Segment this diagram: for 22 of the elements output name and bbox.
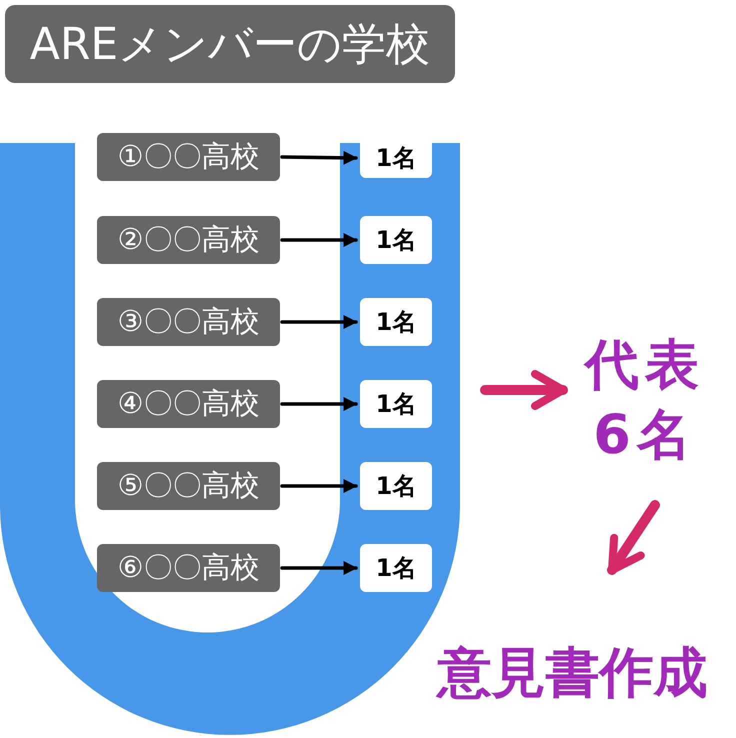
arrow (280, 315, 358, 329)
arrow (280, 561, 358, 575)
school-label: ③〇〇高校 (97, 298, 280, 346)
school-label: ④〇〇高校 (97, 380, 280, 428)
arrow (280, 233, 358, 247)
count-box: 1名 (360, 216, 432, 264)
arrow (280, 479, 358, 493)
count-box: 1名 (360, 544, 432, 592)
result-text: 意見書作成 (425, 640, 720, 706)
arrow (280, 397, 358, 411)
count-box: 1名 (360, 298, 432, 346)
arrow (480, 370, 568, 410)
school-label: ①〇〇高校 (97, 133, 280, 181)
count-box: 1名 (360, 380, 432, 428)
result-text: 代表6名 (585, 325, 705, 475)
arrow (280, 150, 358, 165)
school-label: ⑤〇〇高校 (97, 462, 280, 510)
school-label: ⑥〇〇高校 (97, 544, 280, 592)
arrow (607, 500, 660, 575)
school-label: ②〇〇高校 (97, 216, 280, 264)
title-banner: AREメンバーの学校 (5, 5, 455, 83)
count-box: 1名 (360, 462, 432, 510)
